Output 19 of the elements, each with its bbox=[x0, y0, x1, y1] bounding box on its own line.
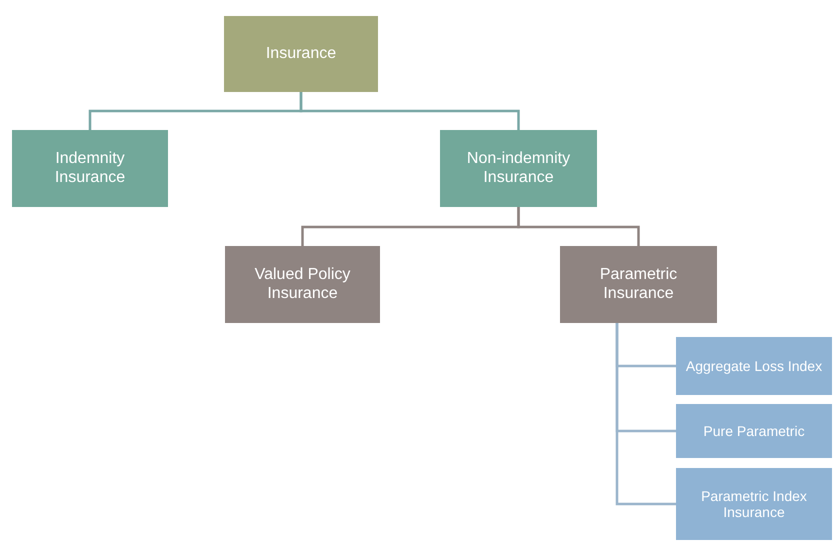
category-box bbox=[12, 130, 168, 207]
box-label: Insurance bbox=[266, 44, 336, 64]
category-box bbox=[224, 16, 378, 92]
category-box bbox=[676, 337, 832, 395]
category-box bbox=[676, 404, 832, 458]
category-box bbox=[225, 246, 380, 323]
box-label: Valued Policy Insurance bbox=[254, 266, 352, 303]
box-label: Pure Parametric bbox=[703, 422, 805, 440]
box-label: Indemnity Insurance bbox=[54, 150, 126, 187]
category-box bbox=[676, 468, 832, 540]
connector-line bbox=[300, 92, 520, 130]
connector-line bbox=[517, 207, 640, 246]
category-box bbox=[560, 246, 717, 323]
category-box bbox=[440, 130, 597, 207]
connector-line bbox=[616, 323, 676, 506]
box-label: Parametric Index Insurance bbox=[700, 488, 808, 520]
box-label: Aggregate Loss Index bbox=[686, 358, 822, 374]
box-label: Non-indemnity Insurance bbox=[466, 150, 572, 187]
box-label: Parametric Insurance bbox=[598, 266, 678, 303]
